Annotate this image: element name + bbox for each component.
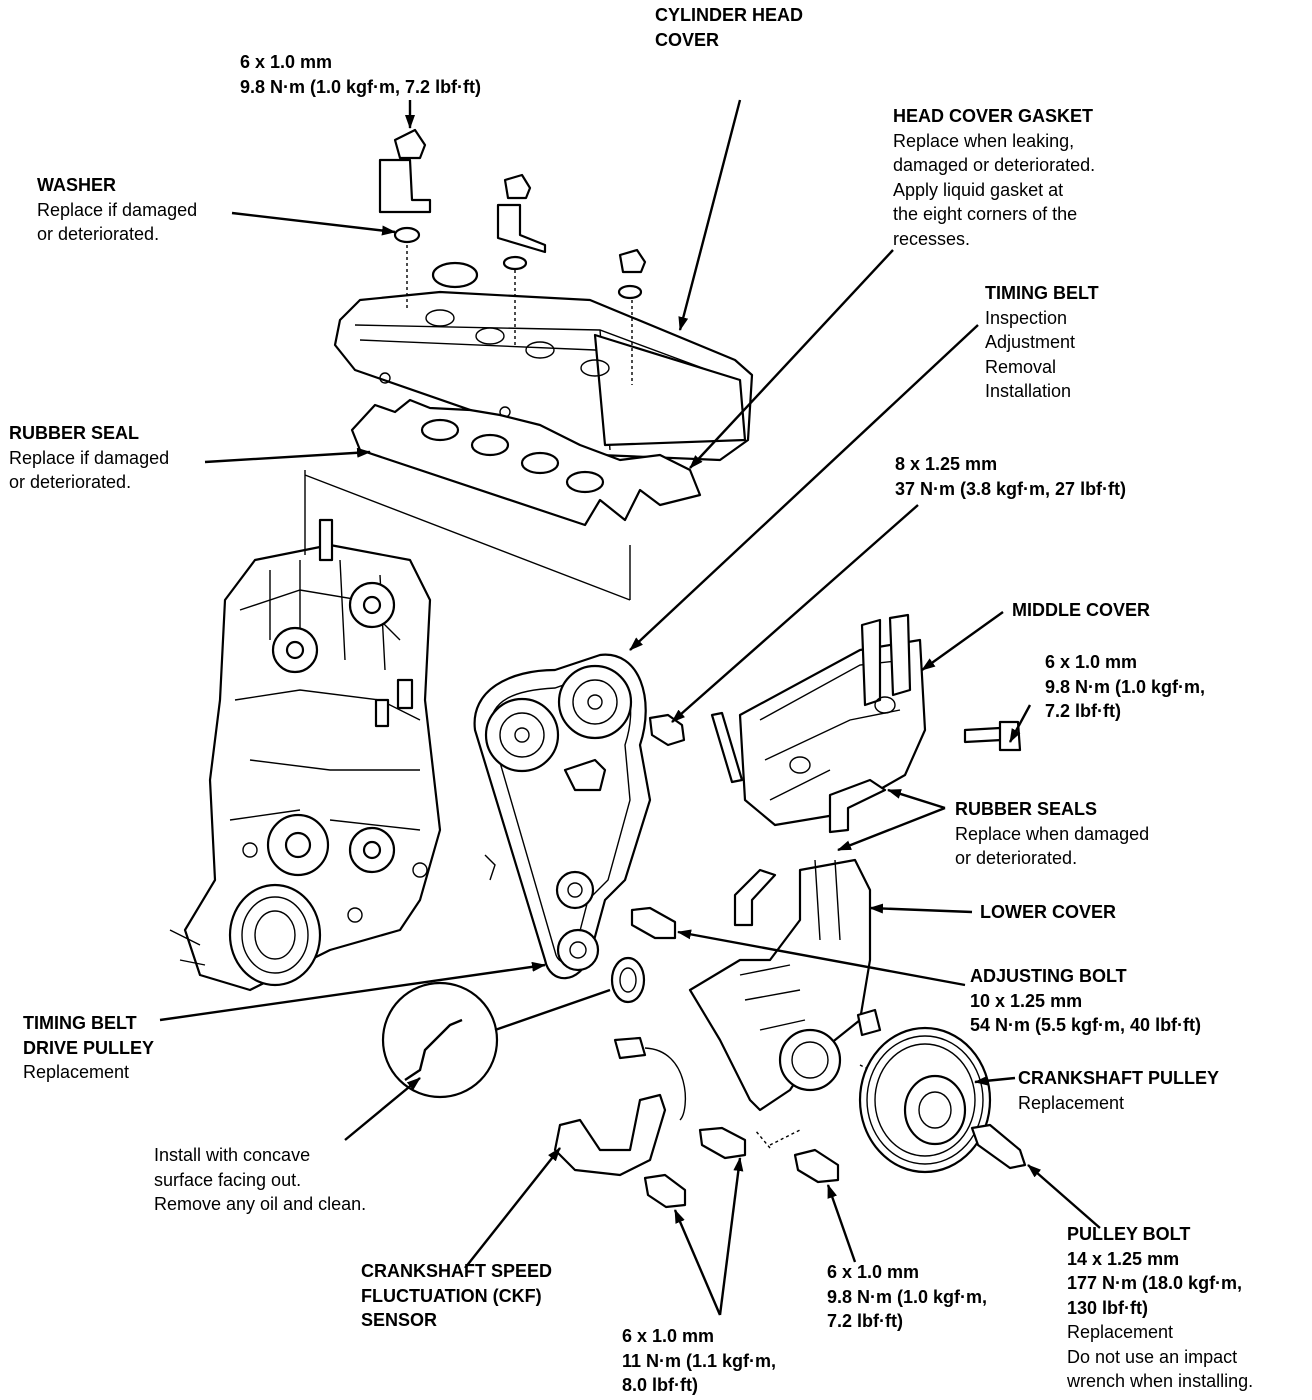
label-line: 8.0 lbf·ft): [622, 1375, 698, 1395]
label-line: CRANKSHAFT SPEED: [361, 1261, 553, 1281]
label-line: WASHER: [37, 175, 117, 195]
label-ckf-sensor: CRANKSHAFT SPEED FLUCTUATION (CKF) SENSO…: [361, 1259, 552, 1333]
label-line: CYLINDER HEAD: [655, 5, 804, 25]
leader-lines: [159, 99, 1101, 1316]
label-line: surface facing out.: [154, 1169, 302, 1190]
label-line: 9.8 N·m (1.0 kgf·m,: [1045, 676, 1206, 697]
label-line: damaged or deteriorated.: [893, 155, 1096, 175]
label-line: 54 N·m (5.5 kgf·m, 40 lbf·ft): [970, 1015, 1202, 1035]
label-line: FLUCTUATION (CKF): [361, 1285, 542, 1306]
label-line: 37 N·m (3.8 kgf·m, 27 lbf·ft): [895, 478, 1127, 499]
engine-block: [169, 518, 442, 992]
label-line: recesses.: [893, 228, 971, 249]
label-line: 10 x 1.25 mm: [970, 990, 1083, 1011]
label-line: CRANKSHAFT PULLEY: [1018, 1068, 1219, 1088]
label-line: 6 x 1.0 mm: [240, 52, 333, 72]
label-line: wrench when installing.: [1067, 1371, 1254, 1391]
label-line: 177 N·m (18.0 kgf·m,: [1067, 1273, 1243, 1293]
label-bolt-middle: 6 x 1.0 mm 9.8 N·m (1.0 kgf·m, 7.2 lbf·f…: [1045, 650, 1205, 724]
label-line: SENSOR: [361, 1310, 438, 1330]
label-line: LOWER COVER: [980, 902, 1117, 922]
label-line: Inspection: [985, 307, 1068, 328]
label-head-cover-gasket: HEAD COVER GASKET Replace when leaking, …: [893, 104, 1095, 251]
label-line: TIMING BELT: [985, 283, 1099, 303]
ckf-sensor: [553, 1036, 840, 1209]
label-washer: WASHER Replace if damaged or deteriorate…: [37, 173, 197, 247]
label-line: Replacement: [1018, 1092, 1125, 1113]
label-line: TIMING BELT: [23, 1013, 137, 1033]
label-line: Replace if damaged: [37, 199, 198, 220]
lower-cover: [688, 858, 882, 1112]
label-line: Replacement: [1067, 1322, 1174, 1342]
label-line: 8 x 1.25 mm: [895, 454, 998, 474]
label-line: Remove any oil and clean.: [154, 1194, 367, 1214]
label-line: the eight corners of the: [893, 204, 1078, 224]
label-line: 7.2 lbf·ft): [827, 1311, 903, 1331]
timing-belt-assembly: [473, 653, 652, 980]
label-line: Replace if damaged: [9, 447, 170, 468]
label-pulley-bolt: PULLEY BOLT 14 x 1.25 mm 177 N·m (18.0 k…: [1067, 1222, 1253, 1394]
middle-cover: [710, 613, 927, 834]
label-middle-cover: MIDDLE COVER: [1012, 598, 1150, 623]
label-line: 9.8 N·m (1.0 kgf·m,: [827, 1286, 988, 1307]
label-line: RUBBER SEAL: [9, 423, 140, 443]
label-line: or deteriorated.: [9, 472, 132, 492]
label-line: ADJUSTING BOLT: [970, 966, 1127, 986]
label-line: Replace when damaged: [955, 823, 1150, 844]
label-line: or deteriorated.: [37, 224, 160, 244]
label-bolt-ckf: 6 x 1.0 mm 11 N·m (1.1 kgf·m, 8.0 lbf·ft…: [622, 1324, 776, 1398]
label-adjusting-bolt: ADJUSTING BOLT 10 x 1.25 mm 54 N·m (5.5 …: [970, 964, 1201, 1038]
crankshaft-pulley: [858, 1026, 1027, 1174]
cap-nuts: [378, 128, 647, 385]
label-line: PULLEY BOLT: [1067, 1224, 1191, 1244]
label-line: Install with concave: [154, 1145, 311, 1165]
label-bolt-lower: 6 x 1.0 mm 9.8 N·m (1.0 kgf·m, 7.2 lbf·f…: [827, 1260, 987, 1334]
label-line: 130 lbf·ft): [1067, 1297, 1148, 1318]
label-line: HEAD COVER GASKET: [893, 106, 1094, 126]
label-cylinder-head-cover: CYLINDER HEAD COVER: [655, 3, 803, 52]
label-crankshaft-pulley: CRANKSHAFT PULLEY Replacement: [1018, 1066, 1219, 1115]
label-line: Adjustment: [985, 332, 1076, 352]
label-line: RUBBER SEALS: [955, 799, 1098, 819]
label-line: 7.2 lbf·ft): [1045, 701, 1121, 721]
label-lower-cover: LOWER COVER: [980, 900, 1116, 925]
label-bolt-top: 6 x 1.0 mm 9.8 N·m (1.0 kgf·m, 7.2 lbf·f…: [240, 50, 481, 99]
label-rubber-seal: RUBBER SEAL Replace if damaged or deteri…: [9, 421, 169, 495]
label-line: Replacement: [23, 1062, 130, 1082]
drive-pulley: [381, 956, 646, 1099]
label-timing-belt-drive-pulley: TIMING BELT DRIVE PULLEY Replacement: [23, 1011, 154, 1085]
label-line: Installation: [985, 381, 1072, 401]
label-line: or deteriorated.: [955, 848, 1078, 868]
label-line: 6 x 1.0 mm: [827, 1262, 920, 1282]
label-line: Removal: [985, 356, 1057, 377]
label-line: 14 x 1.25 mm: [1067, 1248, 1180, 1269]
label-line: 9.8 N·m (1.0 kgf·m, 7.2 lbf·ft): [240, 76, 482, 97]
label-bolt-8x125: 8 x 1.25 mm 37 N·m (3.8 kgf·m, 27 lbf·ft…: [895, 452, 1126, 501]
label-line: 11 N·m (1.1 kgf·m,: [622, 1350, 777, 1371]
label-line: Replace when leaking,: [893, 130, 1075, 151]
label-line: MIDDLE COVER: [1012, 600, 1151, 620]
label-line: COVER: [655, 29, 720, 50]
label-rubber-seals: RUBBER SEALS Replace when damaged or det…: [955, 797, 1149, 871]
label-line: Do not use an impact: [1067, 1346, 1238, 1367]
label-install-note: Install with concave surface facing out.…: [154, 1143, 366, 1217]
label-timing-belt: TIMING BELT Inspection Adjustment Remova…: [985, 281, 1099, 404]
label-line: DRIVE PULLEY: [23, 1037, 155, 1058]
label-line: 6 x 1.0 mm: [1045, 652, 1138, 672]
label-line: 6 x 1.0 mm: [622, 1326, 715, 1346]
label-line: Apply liquid gasket at: [893, 179, 1064, 200]
head-cover-gasket: [304, 398, 702, 601]
